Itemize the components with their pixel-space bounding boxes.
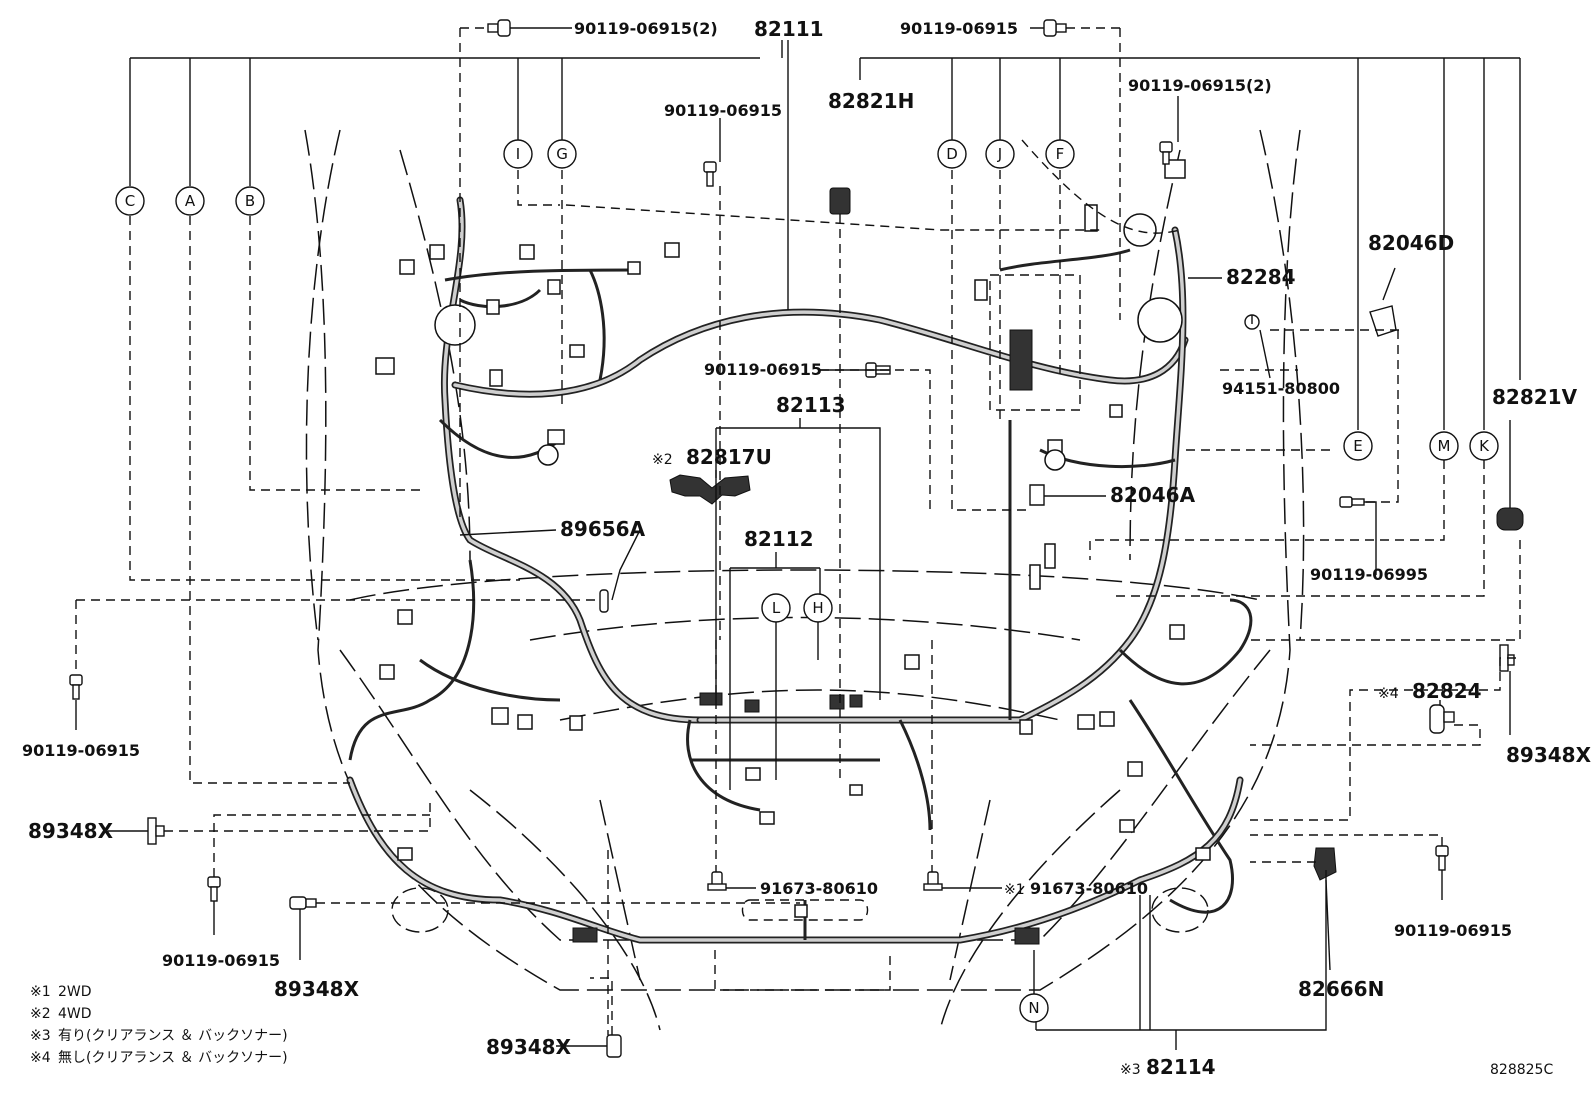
callout-n: N [1019,993,1049,1023]
part-82046d-label: 82046D [1368,231,1454,255]
engine-room-harness-left [348,196,704,761]
part-82284-label: 82284 [1226,265,1296,289]
callout-d: D [937,139,967,169]
grommet-bottom-label: 89348X [486,1035,572,1059]
part-82821v-label: 82821V [1492,385,1578,409]
part-82114-mark: ※3 [1120,1062,1141,1078]
grommet-right-label: 89348X [1506,743,1592,767]
bolt-bottom-left-label: 90119-06915 [162,951,280,970]
callout-m: M [1429,431,1459,461]
bolt-top-right-label: 90119-06915 [900,19,1018,38]
callout-c-label: C [125,192,135,210]
diagram-id: 828825C [1490,1062,1553,1078]
part-82666n-label: 82666N [1298,977,1384,1001]
part-82824-mark: ※4 [1378,686,1399,702]
note-4-text: 無し(クリアランス ＆ バックソナー) [58,1050,288,1066]
engine-room-harness-right [696,226,1253,914]
callout-e-label: E [1353,437,1362,455]
part-82821h-label: 82821H [828,89,914,113]
bolt-top-left-label: 90119-06915(2) [574,19,718,38]
part-82114-label: 82114 [1146,1055,1216,1079]
clip-center-right-label: 91673-80610 [1030,879,1148,898]
part-89656a-label: 89656A [560,517,646,541]
bolt-left-label: 90119-06915 [22,741,140,760]
callout-i: I [503,139,533,169]
callout-j-label: J [997,145,1002,163]
note-3-mark: ※3 [30,1028,51,1044]
callout-l-label: L [772,599,781,617]
main-harness-82111 [451,308,1189,398]
callout-a-label: A [185,192,196,210]
grommet-bottom-left-label: 89348X [274,977,360,1001]
callout-k: K [1469,431,1499,461]
note-4-mark: ※4 [30,1050,51,1066]
legend-notes: ※1 2WD ※2 4WD ※3 有り(クリアランス ＆ バックソナー) ※4 … [30,984,288,1066]
part-82112-label: 82112 [744,527,814,551]
part-82817u-label: 82817U [686,445,772,469]
bolt-center-label: 90119-06915 [704,360,822,379]
note-1-text: 2WD [58,984,92,1000]
callout-h: H [803,593,833,623]
note-1-mark: ※1 [30,984,51,1000]
part-82113-label: 82113 [776,393,846,417]
leader-lines [75,27,1521,1050]
part-number-labels: 90119-06915(2) 82111 90119-06915 90119-0… [22,17,1592,1079]
callout-j: J [985,139,1015,169]
callout-f-label: F [1056,145,1065,163]
callout-g-label: G [556,145,568,163]
note-2-text: 4WD [58,1006,92,1022]
callout-f: F [1045,139,1075,169]
callout-g: G [547,139,577,169]
callout-circles: C A B I G D J F E M K L H N [115,139,1499,1023]
bracket-82817u-shape [669,474,751,505]
part-82817u-mark: ※2 [652,452,673,468]
callout-m-label: M [1438,437,1451,455]
part-94151-label: 94151-80800 [1222,379,1340,398]
bolt-bottom-right-label: 90119-06915 [1394,921,1512,940]
callout-a: A [175,186,205,216]
clip-center-right-mark: ※1 [1004,882,1025,898]
callout-h-label: H [812,599,823,617]
callout-e: E [1343,431,1373,461]
fastener-graphics [69,19,1524,1058]
part-82824-label: 82824 [1412,679,1482,703]
note-2-mark: ※2 [30,1006,51,1022]
part-82111-label: 82111 [754,17,824,41]
dashed-guides [75,27,1521,1035]
bolt-right-2-label: 90119-06915(2) [1128,76,1272,95]
grommet-left-label: 89348X [28,819,114,843]
bolt-06995-label: 90119-06995 [1310,565,1428,584]
callout-b: B [235,186,265,216]
clip-center-left-label: 91673-80610 [760,879,878,898]
cowl-harness-82113 [686,719,932,831]
callout-l: L [761,593,791,623]
callout-i-label: I [516,145,520,163]
part-82046a-label: 82046A [1110,483,1196,507]
callout-b-label: B [245,192,255,210]
note-3-text: 有り(クリアランス ＆ バックソナー) [58,1028,288,1044]
bolt-upper-mid-label: 90119-06915 [664,101,782,120]
callout-d-label: D [946,145,958,163]
callout-c: C [115,186,145,216]
callout-k-label: K [1479,437,1490,455]
callout-n-label: N [1028,999,1039,1017]
